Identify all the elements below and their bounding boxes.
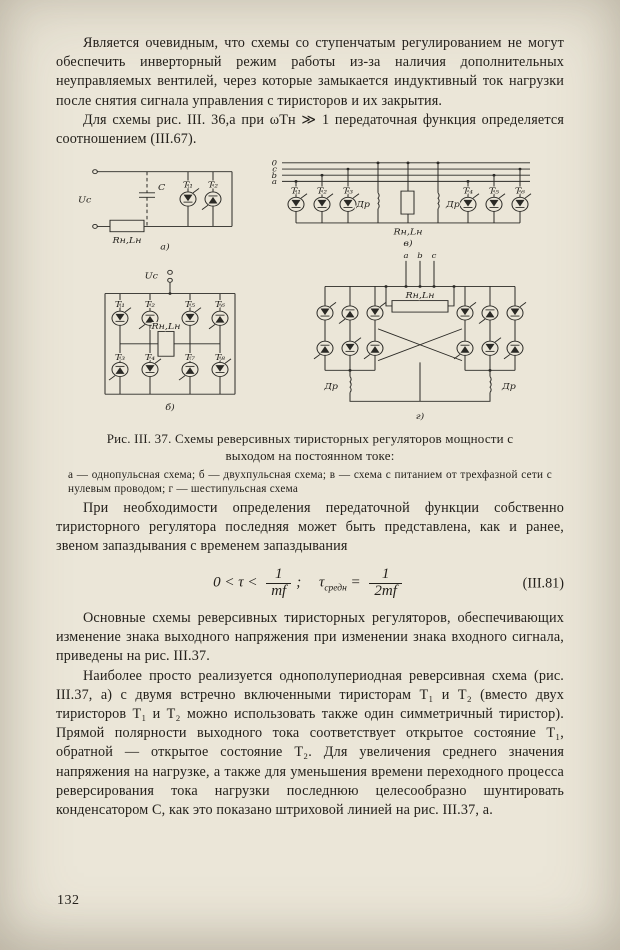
label-t3: T₃ xyxy=(115,353,126,362)
label-sub-b: б) xyxy=(165,403,175,413)
figure-caption: Рис. III. 37. Схемы реверсивных тиристор… xyxy=(106,431,514,464)
fraction-2-denominator: 2mf xyxy=(369,583,402,600)
label-t2: T₂ xyxy=(145,300,156,309)
label-sub-v: в) xyxy=(403,239,413,249)
label-phase-c: c xyxy=(432,252,437,260)
label-t4: T₄ xyxy=(145,353,156,362)
label-t4: T₄ xyxy=(463,187,474,196)
thyristor-icon xyxy=(481,337,502,357)
label-t5: T₅ xyxy=(489,187,500,196)
label-load: Rн,Lн xyxy=(111,237,141,246)
circuit-g-wires xyxy=(324,261,516,402)
thyristor-icon xyxy=(181,307,202,327)
thyristor-icon xyxy=(108,362,129,381)
label-load: Rн,Lн xyxy=(392,228,422,237)
junction-dot xyxy=(168,292,172,296)
junction-dots xyxy=(348,285,492,372)
thyristor-icon xyxy=(178,362,199,381)
paragraph-4: Основные схемы реверсивных тиристорных р… xyxy=(56,609,564,665)
label-load: Rн,Lн xyxy=(150,323,180,332)
paragraph-2: Для схемы рис. III. 36,а при ωTн ≫ 1 пер… xyxy=(56,111,564,148)
label-choke: Др xyxy=(501,383,516,392)
label-uc: Uс xyxy=(145,272,158,281)
label-load: Rн,Lн xyxy=(404,292,434,301)
thyristor-icon xyxy=(453,340,474,360)
equals-sign: = xyxy=(350,575,361,592)
thyristor-icon xyxy=(503,340,524,360)
circuit-diagrams: Uс C T₁ T₂ Rн,Lн а) xyxy=(77,158,532,423)
paragraph-5: Наиболее просто реализуется однополупери… xyxy=(56,667,564,818)
equation-iii-81: 0 < τ < 1 mf ; τсредн = 1 2mf (III.81) xyxy=(56,567,564,600)
label-t5: T₅ xyxy=(185,300,196,309)
tau-subscript: средн xyxy=(324,584,347,595)
circuit-a: Uс C T₁ T₂ Rн,Lн а) xyxy=(77,169,233,254)
label-t1: T₁ xyxy=(291,187,301,196)
thyristor-icon xyxy=(506,302,527,321)
label-t6: T₆ xyxy=(515,187,526,196)
label-choke: Др xyxy=(323,383,338,392)
circuit-v: 0 c b a T₁ T₂ T₃ T₄ T₅ T₆ Др Др Rн,Lн в) xyxy=(270,158,532,250)
page-number: 132 xyxy=(57,893,80,908)
paragraph-1: Является очевидным, что схемы со ступенч… xyxy=(56,35,564,109)
thyristor-icon xyxy=(111,307,132,327)
junction-dots xyxy=(294,161,522,183)
label-t1: T₁ xyxy=(115,300,125,309)
equation-separator: ; xyxy=(296,575,302,592)
circuit-b: Uс T₁ T₂ T₅ T₆ T₃ T₄ T₇ T₈ Rн,Lн б) xyxy=(104,270,236,414)
label-sub-g: г) xyxy=(416,412,425,422)
label-t2: T₂ xyxy=(208,181,219,190)
thyristor-icon xyxy=(208,310,229,330)
fraction-1-numerator: 1 xyxy=(274,566,283,583)
thyristor-icon xyxy=(201,191,222,211)
label-choke: Др xyxy=(355,201,370,210)
equation-lhs: 0 < τ < xyxy=(213,575,258,592)
label-choke: Др xyxy=(445,201,460,210)
thyristor-icon xyxy=(366,302,387,321)
label-uc: Uс xyxy=(78,196,91,205)
figure-caption-block: Рис. III. 37. Схемы реверсивных тиристор… xyxy=(56,430,564,497)
circuit-g: a b c Rн,Lн Др Др г) xyxy=(313,251,527,423)
figure-iii-37: Uс C T₁ T₂ Rн,Lн а) xyxy=(56,154,564,497)
fraction-1-denominator: mf xyxy=(266,583,292,600)
figure-legend: а — однопульсная схема; б — двухпульсная… xyxy=(68,469,552,496)
thyristor-icon xyxy=(341,337,362,357)
fraction-2-numerator: 1 xyxy=(381,566,390,583)
label-phase-c: c xyxy=(272,165,277,173)
thyristor-icon xyxy=(338,305,359,325)
thyristor-icon xyxy=(313,340,334,360)
thyristor-icon xyxy=(316,302,337,321)
label-t3: T₃ xyxy=(343,187,354,196)
thyristor-icon xyxy=(456,302,477,321)
circuit-v-wires xyxy=(282,162,530,224)
paragraph-3: При необходимости определения передаточн… xyxy=(56,499,564,555)
label-t7: T₇ xyxy=(185,353,196,362)
thyristor-icon xyxy=(179,188,200,207)
label-t1: T₁ xyxy=(183,181,193,190)
label-phase-b: b xyxy=(272,172,277,180)
thyristor-icon xyxy=(363,340,384,360)
label-phase-b: b xyxy=(417,252,422,260)
label-c: C xyxy=(158,184,165,193)
label-phase-a: a xyxy=(403,252,408,260)
equation-number: (III.81) xyxy=(522,575,564,592)
label-t8: T₈ xyxy=(215,353,226,362)
label-sub-a: а) xyxy=(160,242,170,252)
page-content: Является очевидным, что схемы со ступенч… xyxy=(56,34,564,820)
fraction-2: 1 2mf xyxy=(369,567,402,600)
label-phase-a: a xyxy=(272,178,277,186)
label-phase-0: 0 xyxy=(272,159,277,167)
label-t2: T₂ xyxy=(317,187,328,196)
label-t6: T₆ xyxy=(215,300,226,309)
fraction-1: 1 mf xyxy=(266,566,292,600)
tau-symbol: τ xyxy=(318,575,325,592)
thyristor-icon xyxy=(478,305,499,325)
